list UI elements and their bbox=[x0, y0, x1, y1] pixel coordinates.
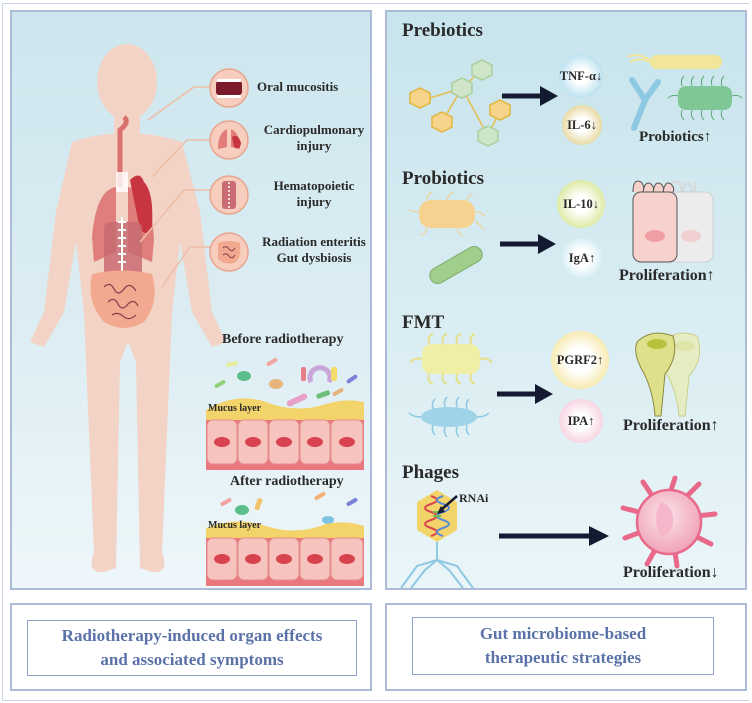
arrow-right-icon bbox=[497, 384, 553, 404]
molecule-pgrf2: PGRF2↑ bbox=[551, 331, 609, 389]
section-title-probiotics: Probiotics bbox=[402, 168, 484, 189]
result-proliferation-down-phages: Proliferation↓ bbox=[623, 564, 719, 581]
result-proliferation-up-fmt: Proliferation↑ bbox=[623, 417, 719, 434]
caption-organ-effects: Radiotherapy-induced organ effects and a… bbox=[27, 620, 357, 676]
arrow-right-icon bbox=[500, 234, 556, 254]
molecule-il-6: IL-6↓ bbox=[562, 105, 602, 145]
bacteria-cluster-after bbox=[220, 492, 358, 524]
fmt-microbiota-icon bbox=[408, 333, 493, 438]
symptom-label-radiation-enteritis: Radiation enteritis Gut dysbiosis bbox=[262, 234, 366, 265]
intestinal-epithelium-before bbox=[206, 358, 364, 470]
spine bbox=[118, 217, 126, 274]
mucus-layer-before bbox=[206, 398, 364, 422]
before-radiotherapy-label: Before radiotherapy bbox=[222, 332, 344, 347]
bone-marrow-icon bbox=[209, 175, 249, 215]
human-body-illustration bbox=[30, 44, 226, 573]
mucus-layer-label-before: Mucus layer bbox=[208, 403, 262, 414]
bacteria-cluster-before bbox=[214, 358, 358, 407]
rnai-annotation: RNAi bbox=[459, 491, 489, 505]
lungs-heart-icon bbox=[209, 120, 249, 160]
stem-cells-icon bbox=[635, 332, 701, 417]
arrow-right-icon bbox=[502, 86, 558, 106]
molecule-il-10: IL-10↓ bbox=[557, 180, 605, 228]
heart bbox=[130, 175, 153, 233]
probiotic-bacteria-icon bbox=[627, 54, 743, 131]
mouth-icon bbox=[209, 68, 249, 108]
section-title-phages: Phages bbox=[402, 462, 459, 483]
prebiotic-oligosaccharide-icon bbox=[409, 59, 511, 147]
molecule-tnf-alpha: TNF-α↓ bbox=[559, 54, 603, 98]
probiotic-strains-icon bbox=[408, 191, 486, 284]
after-radiotherapy-label: After radiotherapy bbox=[230, 474, 344, 489]
caption-therapeutic-strategies: Gut microbiome-based therapeutic strateg… bbox=[412, 617, 714, 675]
right-panel-therapeutic-strategies: Prebiotics TNF-α↓ IL-6↓ Probioti bbox=[385, 10, 747, 590]
left-panel-organ-effects: Oral mucositis Cardiopulmonary injury He… bbox=[10, 10, 372, 590]
symptom-label-cardiopulmonary: Cardiopulmonary injury bbox=[263, 122, 365, 153]
intestine-icon bbox=[209, 232, 249, 272]
mucus-layer-label-after: Mucus layer bbox=[208, 520, 262, 531]
symptom-label-oral-mucositis: Oral mucositis bbox=[257, 79, 339, 94]
molecule-ipa: IPA↑ bbox=[559, 399, 603, 443]
molecule-iga: IgA↑ bbox=[562, 238, 602, 278]
epithelial-cells-icon bbox=[632, 180, 714, 263]
caption-panel-left: Radiotherapy-induced organ effects and a… bbox=[10, 603, 372, 691]
bacteriophage-icon bbox=[400, 490, 474, 589]
symptom-label-hematopoietic: Hematopoietic injury bbox=[273, 178, 355, 209]
result-proliferation-up-probiotics: Proliferation↑ bbox=[619, 267, 715, 284]
esophagus bbox=[117, 115, 129, 187]
tumor-cell-icon bbox=[620, 475, 718, 569]
intestinal-epithelium-after bbox=[206, 492, 364, 586]
caption-panel-right: Gut microbiome-based therapeutic strateg… bbox=[385, 603, 747, 691]
body-silhouette bbox=[30, 44, 226, 573]
result-probiotics-up: Probiotics↑ bbox=[639, 129, 712, 145]
section-title-prebiotics: Prebiotics bbox=[402, 20, 483, 41]
connector-lines bbox=[139, 86, 210, 288]
figure-frame bbox=[2, 3, 749, 701]
section-title-fmt: FMT bbox=[402, 312, 445, 333]
arrow-right-icon bbox=[499, 526, 609, 546]
mucus-layer-after bbox=[206, 521, 364, 538]
